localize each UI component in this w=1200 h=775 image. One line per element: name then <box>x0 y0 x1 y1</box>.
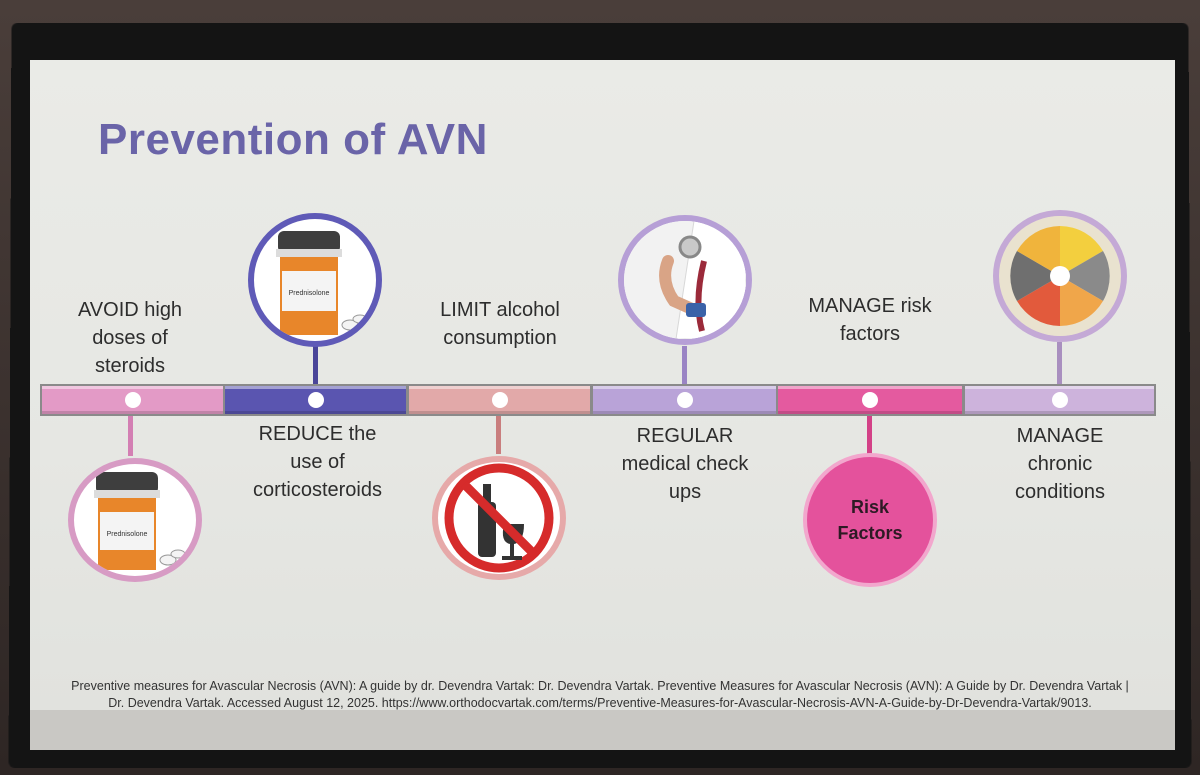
screen-lower-strip <box>30 710 1175 750</box>
timeline-dot <box>862 392 878 408</box>
step-6-caption: MANAGE chronic conditions <box>1014 425 1106 503</box>
pill-bottle-icon: Prednisolone <box>94 472 186 570</box>
timeline-dot <box>307 392 324 408</box>
stethoscope-doctor-icon <box>624 221 746 339</box>
timeline-segment-4 <box>591 384 778 416</box>
timeline-dot <box>1051 392 1068 408</box>
svg-text:Prednisolone: Prednisolone <box>289 290 330 297</box>
citation-footer: Preventive measures for Avascular Necros… <box>40 678 1160 710</box>
timeline-segment-5 <box>776 384 964 416</box>
no-alcohol-icon <box>444 463 554 573</box>
stem-5 <box>867 416 872 454</box>
step-4-caption: REGULAR medical check ups <box>621 425 749 503</box>
risk-factors-label: Risk Factors <box>837 497 903 543</box>
step-3-caption: LIMIT alcohol consumption <box>440 299 560 349</box>
step-1-caption: AVOID high doses of steroids <box>77 299 183 377</box>
step-6-image <box>993 210 1127 342</box>
stem-1 <box>128 416 133 456</box>
stem-2 <box>313 346 318 384</box>
slide-title: Prevention of AVN <box>98 115 488 164</box>
pill-bottle-icon: Prednisolone <box>276 231 368 335</box>
citation-line-1: Preventive measures for Avascular Necros… <box>71 679 1129 693</box>
timeline-dot <box>491 392 508 408</box>
step-5-caption: MANAGE risk factors <box>808 295 932 345</box>
timeline-segment-2 <box>223 384 408 416</box>
step-2-image: Prednisolone <box>248 213 382 347</box>
timeline-dot <box>124 392 141 408</box>
step-1-image: Prednisolone <box>68 458 202 582</box>
svg-text:Prednisolone: Prednisolone <box>107 531 148 538</box>
timeline-dot <box>676 392 693 408</box>
stem-3 <box>496 416 501 454</box>
timeline-segment-3 <box>407 384 592 416</box>
slide: Prevention of AVN AVOID high doses of st… <box>30 60 1175 710</box>
step-4-image <box>618 215 752 345</box>
stem-6 <box>1057 342 1062 384</box>
citation-line-2: Dr. Devendra Vartak. Accessed August 12,… <box>108 696 1092 710</box>
risk-factors-circle: Risk Factors <box>803 453 937 587</box>
timeline-segment-6 <box>963 384 1156 416</box>
stem-4 <box>682 346 687 384</box>
wellness-wheel-icon <box>1000 216 1120 336</box>
timeline-segment-1 <box>40 384 225 416</box>
step-3-image <box>432 456 566 580</box>
step-2-caption: REDUCE the use of corticosteroids <box>253 423 382 501</box>
